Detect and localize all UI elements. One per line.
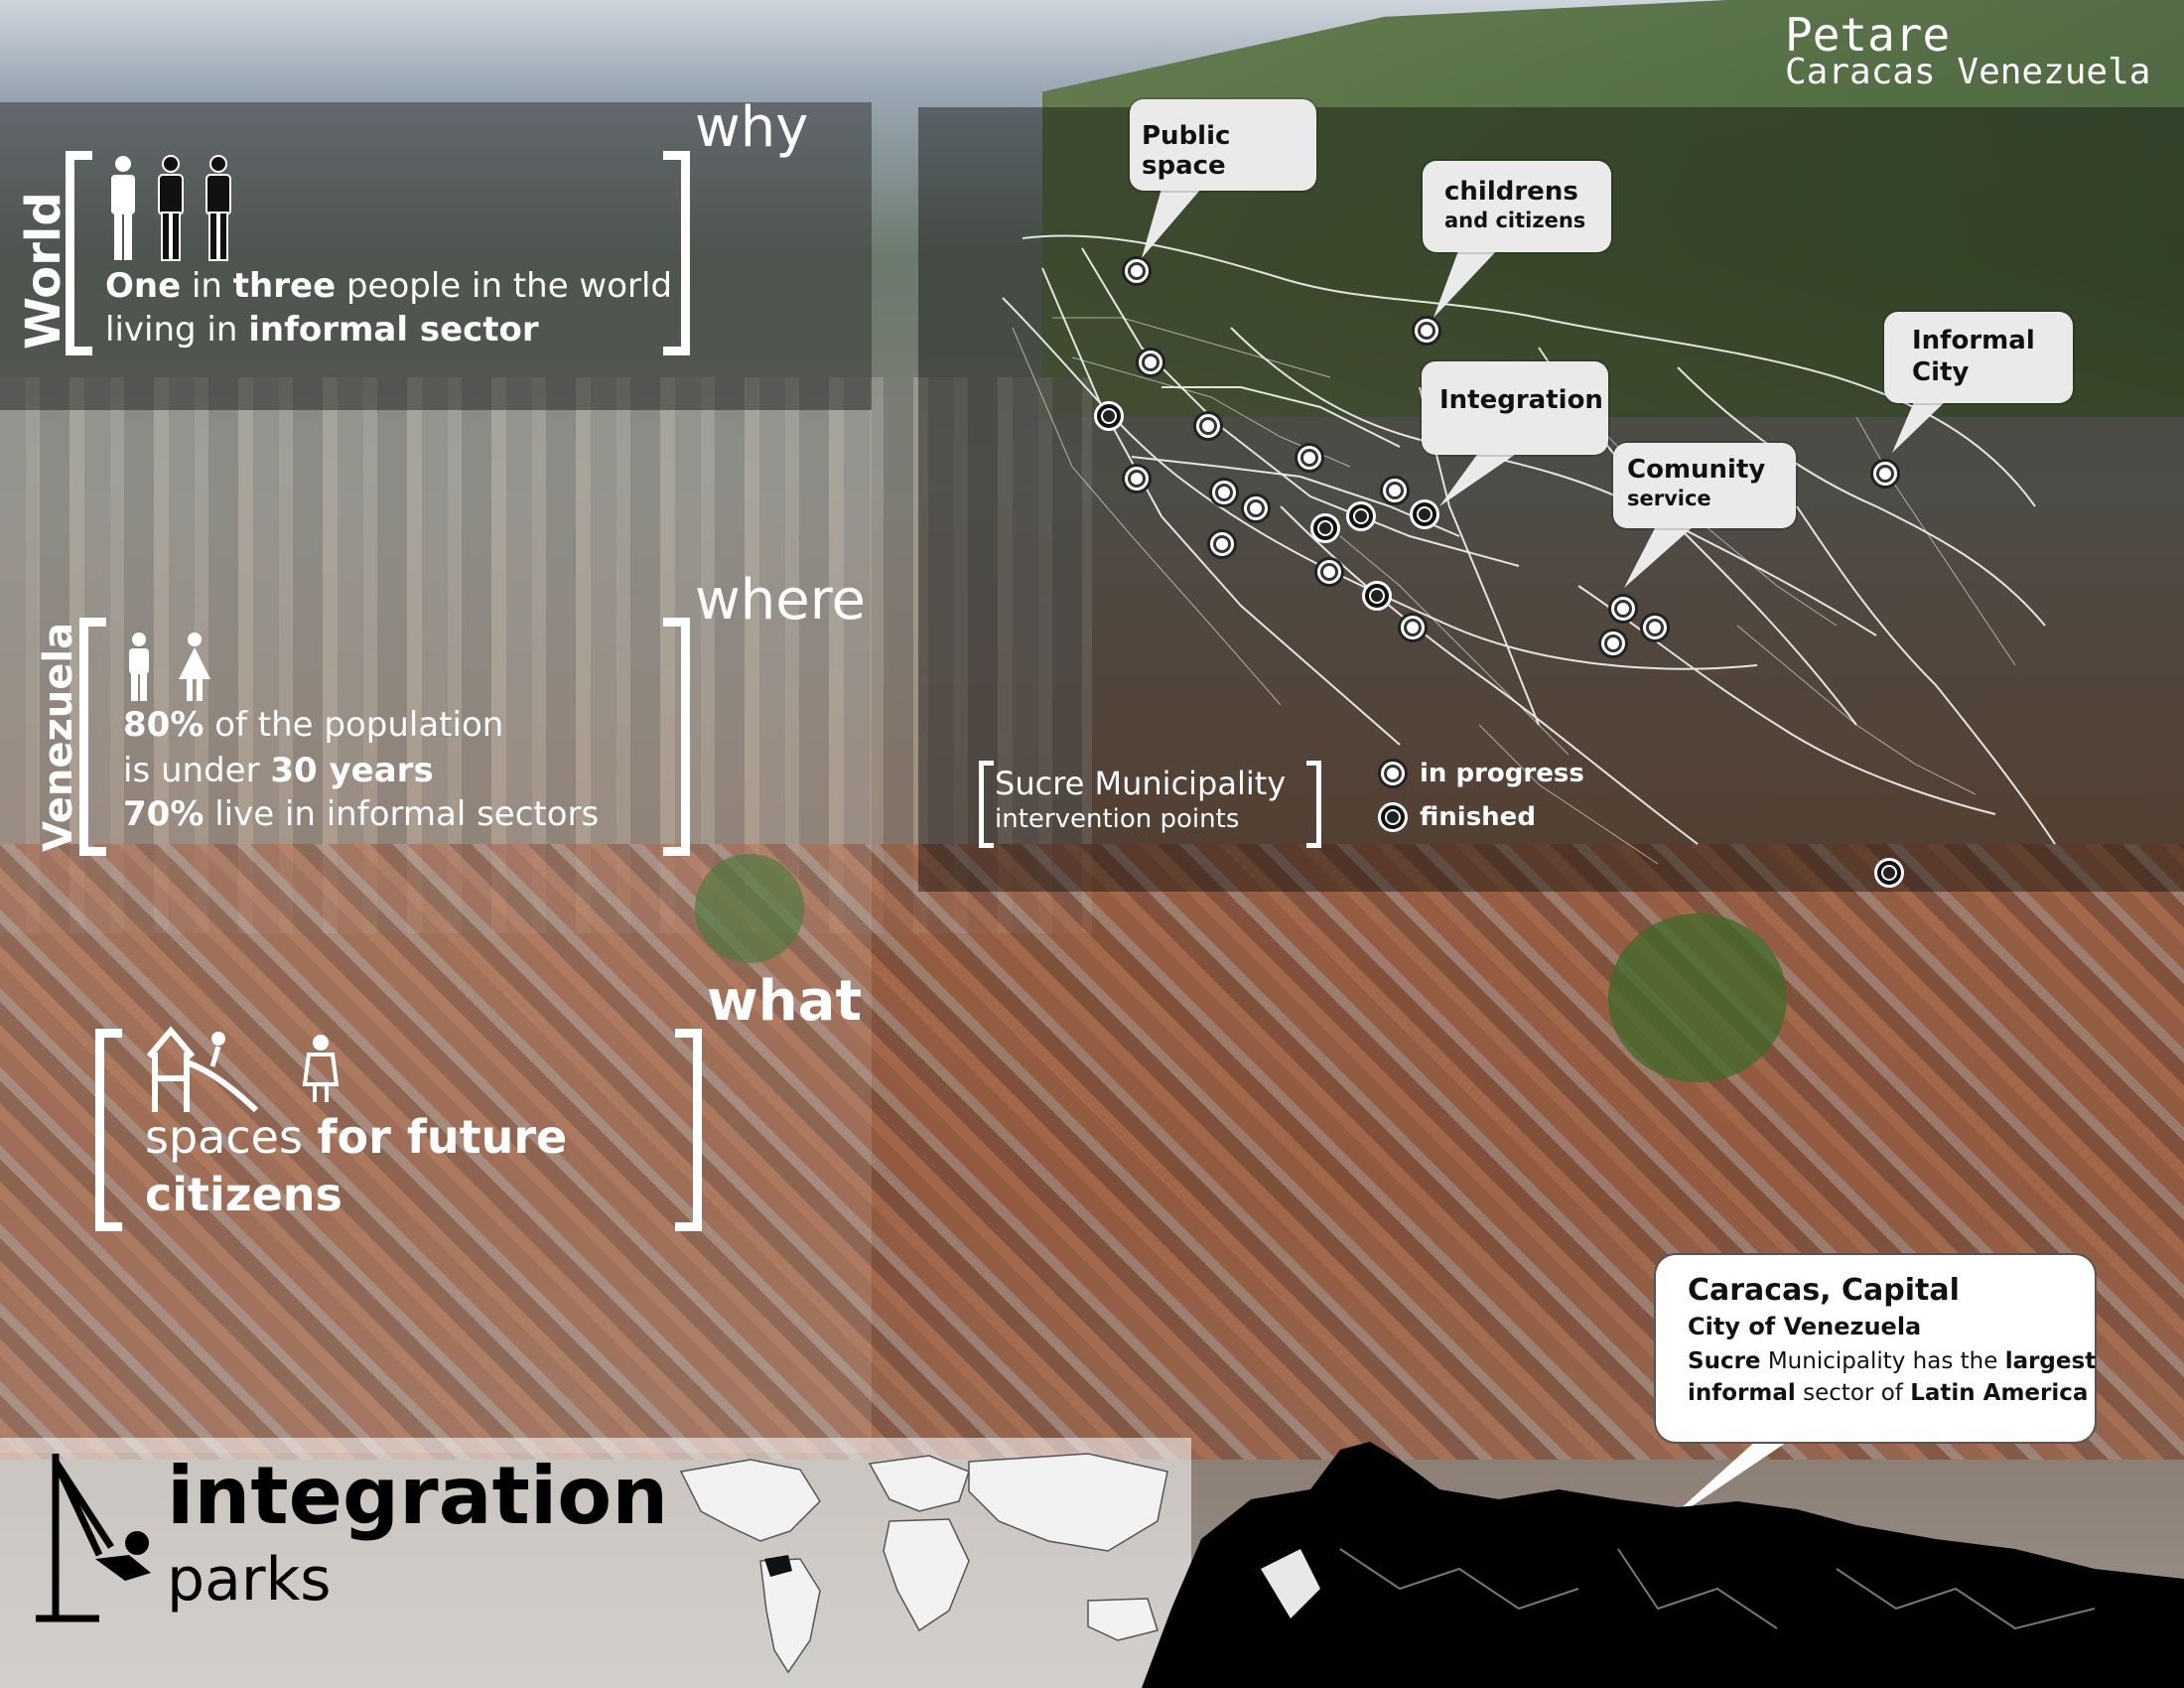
intervention-point-in-progress[interactable] bbox=[1136, 348, 1165, 377]
caracas-callout: Caracas, Capital City of Venezuela Sucre… bbox=[1656, 1255, 2097, 1442]
legend-title: Sucre Municipality bbox=[995, 765, 1287, 802]
why-section-panel bbox=[0, 102, 872, 410]
boy-girl-icon bbox=[129, 633, 210, 701]
intervention-point-in-progress[interactable] bbox=[1870, 459, 1900, 489]
legend-finished-icon bbox=[1378, 802, 1408, 832]
bubble-public-space: Public space bbox=[1130, 99, 1316, 191]
what-bracket-right bbox=[675, 1029, 702, 1231]
project-subtitle: parks bbox=[167, 1545, 332, 1615]
intervention-point-in-progress[interactable] bbox=[1380, 476, 1410, 505]
intervention-point-finished[interactable] bbox=[1346, 501, 1376, 531]
what-bracket-left bbox=[95, 1029, 122, 1231]
intervention-point-in-progress[interactable] bbox=[1640, 613, 1670, 642]
location-subtitle: Caracas Venezuela bbox=[1785, 52, 2151, 92]
intervention-point-in-progress[interactable] bbox=[1122, 256, 1152, 286]
bubble-childrens-citizens: childrens and citizens bbox=[1423, 161, 1611, 252]
where-line-3: 70% live in informal sectors bbox=[123, 794, 600, 834]
why-line-1: One in three people in the world bbox=[105, 266, 673, 306]
legend-bracket-left bbox=[979, 761, 994, 848]
intervention-point-finished[interactable] bbox=[1362, 581, 1392, 611]
intervention-point-in-progress[interactable] bbox=[1122, 464, 1152, 493]
where-heading: where bbox=[695, 568, 866, 633]
intervention-point-in-progress[interactable] bbox=[1209, 478, 1239, 507]
legend-finished-label: finished bbox=[1420, 802, 1536, 832]
intervention-point-finished[interactable] bbox=[1874, 858, 1904, 888]
callout-subtitle: City of Venezuela bbox=[1688, 1313, 1922, 1340]
callout-title: Caracas, Capital bbox=[1688, 1273, 1960, 1308]
legend-bracket-right bbox=[1306, 761, 1321, 848]
venezuela-map bbox=[1142, 1442, 2184, 1688]
bubble-integration: Integration bbox=[1422, 361, 1608, 455]
child-icon bbox=[302, 1035, 340, 1102]
where-line-2: is under 30 years bbox=[123, 751, 434, 790]
city-buildings-area bbox=[0, 377, 1092, 933]
tree-cluster bbox=[1608, 914, 1787, 1082]
intervention-point-in-progress[interactable] bbox=[1608, 594, 1638, 624]
where-bracket-right bbox=[663, 618, 690, 856]
legend-subtitle: intervention points bbox=[995, 804, 1240, 834]
intervention-point-in-progress[interactable] bbox=[1193, 411, 1223, 441]
tree-cluster bbox=[695, 854, 804, 963]
bubble-informal-city: Informal City bbox=[1884, 312, 2073, 403]
location-title: Petare bbox=[1785, 8, 1951, 62]
legend-in-progress-label: in progress bbox=[1420, 759, 1584, 788]
project-title: integration bbox=[167, 1450, 669, 1542]
why-line-2: living in informal sector bbox=[105, 310, 539, 350]
why-bracket-right bbox=[663, 151, 690, 355]
intervention-point-in-progress[interactable] bbox=[1314, 557, 1344, 587]
where-line-1: 80% of the population bbox=[123, 705, 504, 745]
intervention-point-in-progress[interactable] bbox=[1207, 529, 1237, 559]
legend-in-progress-icon bbox=[1378, 759, 1408, 788]
intervention-point-in-progress[interactable] bbox=[1398, 613, 1428, 642]
people-icon bbox=[111, 155, 231, 261]
what-line-1: spaces for future bbox=[145, 1110, 568, 1164]
intervention-point-in-progress[interactable] bbox=[1598, 629, 1628, 658]
intervention-point-finished[interactable] bbox=[1310, 513, 1340, 543]
intervention-point-finished[interactable] bbox=[1410, 499, 1439, 529]
intervention-point-in-progress[interactable] bbox=[1295, 443, 1324, 473]
intervention-point-in-progress[interactable] bbox=[1412, 316, 1441, 346]
intervention-point-finished[interactable] bbox=[1094, 401, 1124, 431]
what-heading: what bbox=[707, 969, 863, 1034]
callout-body-2: informal sector of Latin America bbox=[1688, 1380, 2089, 1406]
swing-child-icon bbox=[36, 1454, 151, 1622]
what-line-2: citizens bbox=[145, 1168, 342, 1221]
callout-body-1: Sucre Municipality has the largest bbox=[1688, 1348, 2097, 1374]
left-info-panel bbox=[0, 102, 872, 1453]
why-heading: why bbox=[695, 95, 809, 160]
world-map bbox=[679, 1453, 1168, 1674]
bubble-community-service: Comunity service bbox=[1613, 443, 1796, 528]
why-bracket-left bbox=[66, 151, 92, 355]
where-bracket-left bbox=[79, 618, 106, 856]
intervention-point-in-progress[interactable] bbox=[1241, 493, 1271, 523]
playground-slide-icon bbox=[147, 1026, 259, 1113]
